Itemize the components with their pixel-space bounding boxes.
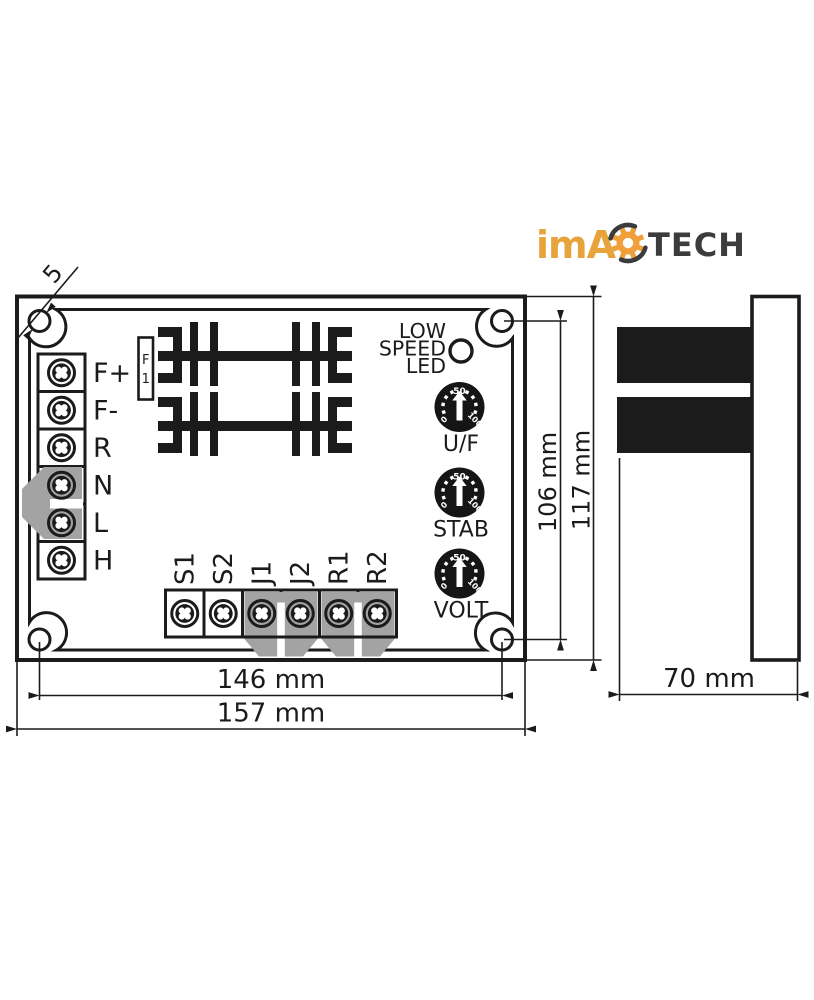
terminal-label-h: H: [93, 546, 113, 577]
led-label-speed: SPEED: [379, 337, 446, 361]
dimension-117mm-label: 117 mm: [568, 430, 596, 530]
pot-uf-label: U/F: [443, 432, 479, 457]
terminal-screw-fminus: [47, 395, 76, 425]
dimension-157mm-label: 157 mm: [217, 699, 326, 729]
dimension-146mm-label: 146 mm: [217, 665, 326, 695]
terminal-label-n: N: [93, 471, 113, 502]
logo-word-ima: imA: [536, 223, 617, 267]
dimension-146mm: 146 mm: [28, 642, 513, 700]
logo-word-tech: TECH: [648, 226, 746, 264]
dimension-106mm: 106 mm: [504, 310, 567, 651]
terminal-screw-l: [47, 508, 76, 538]
pot-uf: [434, 382, 485, 432]
terminal-label-j1: J1: [247, 561, 277, 587]
terminal-label-r: R: [93, 433, 112, 464]
terminal-label-fminus: F-: [93, 396, 118, 427]
fuse-label-f: F: [142, 353, 149, 368]
terminal-screw-r1: [324, 599, 354, 628]
led-indicator-icon: [448, 338, 474, 364]
terminal-screw-j1: [247, 599, 277, 628]
terminal-label-s2: S2: [209, 552, 239, 585]
left-terminal-block: F+ F- R N L H: [22, 352, 131, 581]
side-view-pcb: [750, 294, 801, 662]
board-front-view: 5 F 1 F+ F- R: [15, 259, 527, 662]
terminal-screw-n: [47, 470, 76, 500]
mounting-hole-top-left: [27, 309, 52, 333]
terminal-screw-fplus: [47, 358, 76, 388]
dimension-157mm: 157 mm: [5, 661, 536, 736]
logo-gear-icon: [608, 222, 648, 264]
dimension-70mm: 70 mm: [608, 458, 809, 701]
terminal-label-fplus: F+: [93, 358, 131, 389]
terminal-screw-s2: [208, 599, 238, 628]
terminal-label-j2: J2: [286, 561, 316, 587]
bottom-terminal-block: S1 S2 J1 J2 R1 R2: [164, 550, 398, 658]
terminal-screw-r2: [362, 599, 392, 628]
terminal-screw-h: [47, 545, 76, 575]
logo: imA TECH: [536, 222, 746, 267]
terminal-screw-s1: [170, 599, 200, 628]
terminal-label-s1: S1: [170, 552, 200, 585]
side-view-heatsink-2: [617, 397, 753, 453]
terminal-screw-j2: [285, 599, 315, 628]
dimension-117mm: 117 mm: [526, 285, 602, 671]
heatsink-1: [158, 322, 352, 386]
dimension-106mm-label: 106 mm: [534, 432, 562, 532]
pot-volt-label: VOLT: [434, 599, 489, 624]
terminal-label-r1: R1: [324, 550, 354, 585]
potentiometers: U/F STAB VOLT: [433, 382, 489, 624]
led-label-low: LOW: [399, 319, 446, 343]
fuse-f1: F 1: [137, 336, 155, 401]
pot-stab: [434, 467, 485, 518]
heatsink-2: [158, 392, 352, 456]
pot-volt: [434, 548, 485, 599]
led-label-led: LED: [406, 354, 446, 378]
side-view-heatsink-1: [617, 327, 753, 383]
terminal-screw-r: [47, 433, 76, 463]
fuse-label-1: 1: [142, 372, 150, 387]
dimension-70mm-label: 70 mm: [663, 664, 755, 694]
board-side-view: 70 mm: [608, 294, 809, 701]
terminal-label-r2: R2: [363, 550, 393, 585]
terminal-label-l: L: [93, 508, 108, 539]
pot-stab-label: STAB: [433, 518, 489, 543]
board-outer-outline: [15, 294, 527, 662]
low-speed-led: LOW SPEED LED: [379, 319, 474, 378]
